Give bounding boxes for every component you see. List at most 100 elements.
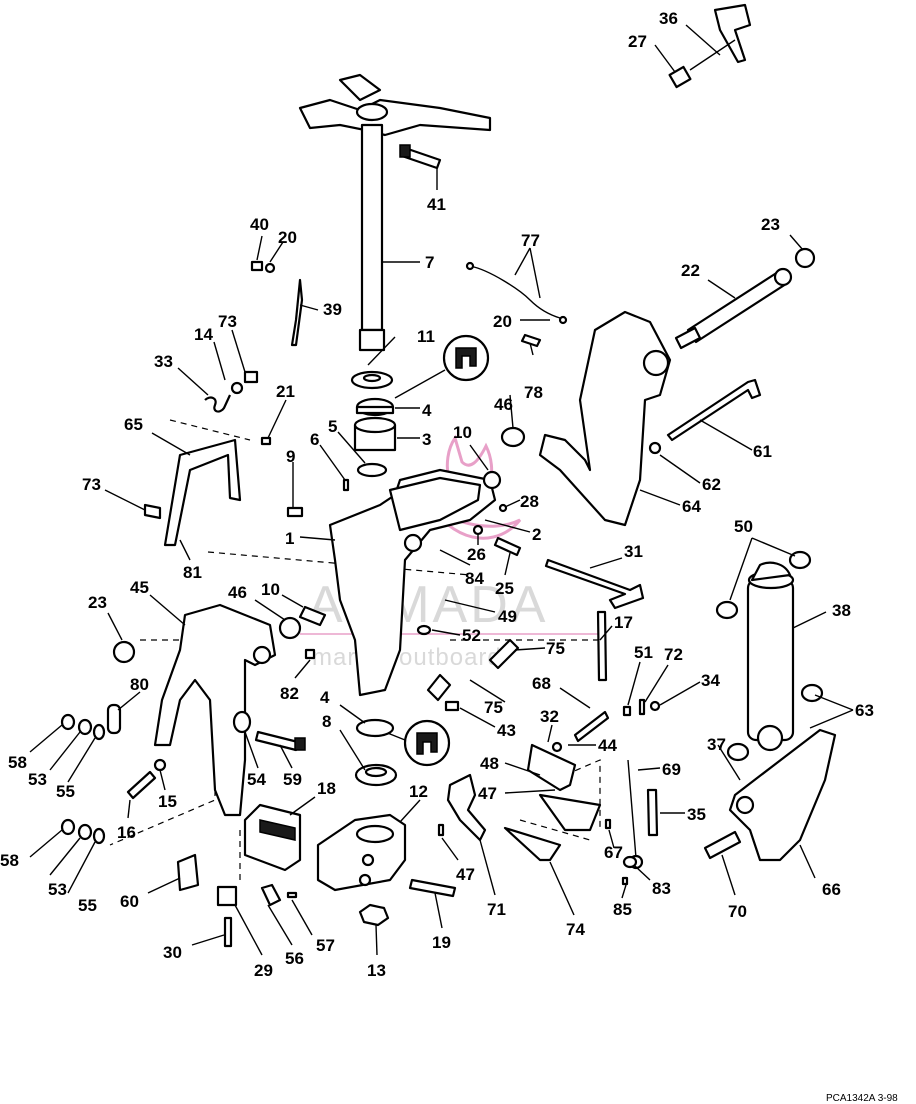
callout-23b: 23: [88, 593, 107, 612]
callout-71: 71: [487, 900, 506, 919]
callout-47b: 47: [456, 865, 475, 884]
callout-22: 22: [681, 261, 700, 280]
callout-40: 40: [250, 215, 269, 234]
part-64-clamp-bracket: [538, 310, 672, 527]
callout-labels: 36 27 41 7 40 20 39 77 23 22 20 78 14 73…: [0, 9, 874, 980]
callout-38: 38: [832, 601, 851, 620]
callout-33: 33: [154, 352, 173, 371]
callout-62: 62: [702, 475, 721, 494]
callout-28: 28: [520, 492, 539, 511]
callout-68: 68: [532, 674, 551, 693]
callout-41: 41: [427, 195, 446, 214]
callout-36: 36: [659, 9, 678, 28]
callout-73: 73: [218, 312, 237, 331]
callout-78: 78: [524, 383, 543, 402]
part-7-tube: [360, 123, 384, 332]
callout-54: 54: [247, 770, 266, 789]
callout-85: 85: [613, 900, 632, 919]
callout-34: 34: [701, 671, 720, 690]
callout-51: 51: [634, 643, 653, 662]
part-5-ring: [356, 462, 388, 478]
callout-11: 11: [417, 327, 435, 346]
callout-27: 27: [628, 32, 647, 51]
callout-16: 16: [117, 823, 136, 842]
callout-10b: 10: [261, 580, 280, 599]
callout-45: 45: [130, 578, 149, 597]
callout-77: 77: [521, 231, 540, 250]
part-25-spring: [493, 536, 522, 557]
callout-4b: 4: [320, 688, 330, 707]
detail-circle-lower: [403, 719, 451, 767]
callout-5: 5: [328, 417, 337, 436]
callout-70: 70: [728, 902, 747, 921]
callout-26: 26: [467, 545, 486, 564]
callout-29: 29: [254, 961, 273, 980]
callout-15: 15: [158, 792, 177, 811]
callout-74: 74: [566, 920, 585, 939]
figure-code: PCA1342A 3-98: [826, 1093, 898, 1104]
callout-53: 53: [28, 770, 47, 789]
callout-46: 46: [494, 395, 513, 414]
callout-61: 61: [753, 442, 772, 461]
part-71-arm: [446, 773, 487, 842]
callout-67: 67: [604, 843, 623, 862]
callout-69: 69: [662, 760, 681, 779]
leader-lines: [29, 24, 854, 956]
callout-82: 82: [280, 684, 299, 703]
callout-80: 80: [130, 675, 149, 694]
callout-66: 66: [822, 880, 841, 899]
callout-48: 48: [480, 754, 499, 773]
callout-73b: 73: [82, 475, 101, 494]
callout-37: 37: [707, 735, 726, 754]
callout-14: 14: [194, 325, 213, 344]
part-23-nut: [112, 640, 136, 664]
part-10-bushing: [482, 470, 502, 490]
detail-circle-upper: [442, 334, 490, 382]
callout-30: 30: [163, 943, 182, 962]
callout-60: 60: [120, 892, 139, 911]
part-29-block: [216, 885, 238, 907]
part-66-bracket: [728, 728, 837, 862]
callout-56: 56: [285, 949, 304, 968]
callout-55b: 55: [78, 896, 97, 915]
callout-53b: 53: [48, 880, 67, 899]
callout-83: 83: [652, 879, 671, 898]
part-36-bracket: [713, 3, 752, 64]
callout-8: 8: [322, 712, 331, 731]
part-17-spring: [596, 610, 608, 682]
callout-47: 47: [478, 784, 497, 803]
part-74-bracket: [503, 826, 562, 862]
callout-35: 35: [687, 805, 706, 824]
callout-21: 21: [276, 382, 295, 401]
part-61-rod: [666, 378, 762, 442]
callout-25: 25: [495, 579, 514, 598]
callout-72: 72: [664, 645, 683, 664]
part-32-plate: [526, 743, 577, 792]
callout-19: 19: [432, 933, 451, 952]
callout-75: 75: [546, 639, 565, 658]
part-13-nut: [358, 903, 390, 927]
callout-2: 2: [532, 525, 541, 544]
callout-13: 13: [367, 961, 386, 980]
callout-32: 32: [540, 707, 559, 726]
callout-12: 12: [409, 782, 428, 801]
part-1-swivel-bracket: [328, 468, 497, 697]
callout-75b: 75: [484, 698, 503, 717]
callout-4: 4: [422, 401, 432, 420]
callout-43: 43: [497, 721, 516, 740]
callout-64: 64: [682, 497, 701, 516]
part-33-spring: [204, 394, 231, 413]
part-22-tube: [686, 270, 788, 344]
callout-10: 10: [453, 423, 472, 442]
callout-49: 49: [498, 607, 517, 626]
callout-39: 39: [323, 300, 342, 319]
part-46-washer: [500, 426, 526, 448]
watermark-subtitle: marine outboard: [312, 644, 502, 671]
callout-65: 65: [124, 415, 143, 434]
callout-81: 81: [183, 563, 202, 582]
callout-58b: 58: [0, 851, 19, 870]
callout-18: 18: [317, 779, 336, 798]
part-65-bracket: [163, 438, 242, 547]
callout-6: 6: [310, 430, 319, 449]
